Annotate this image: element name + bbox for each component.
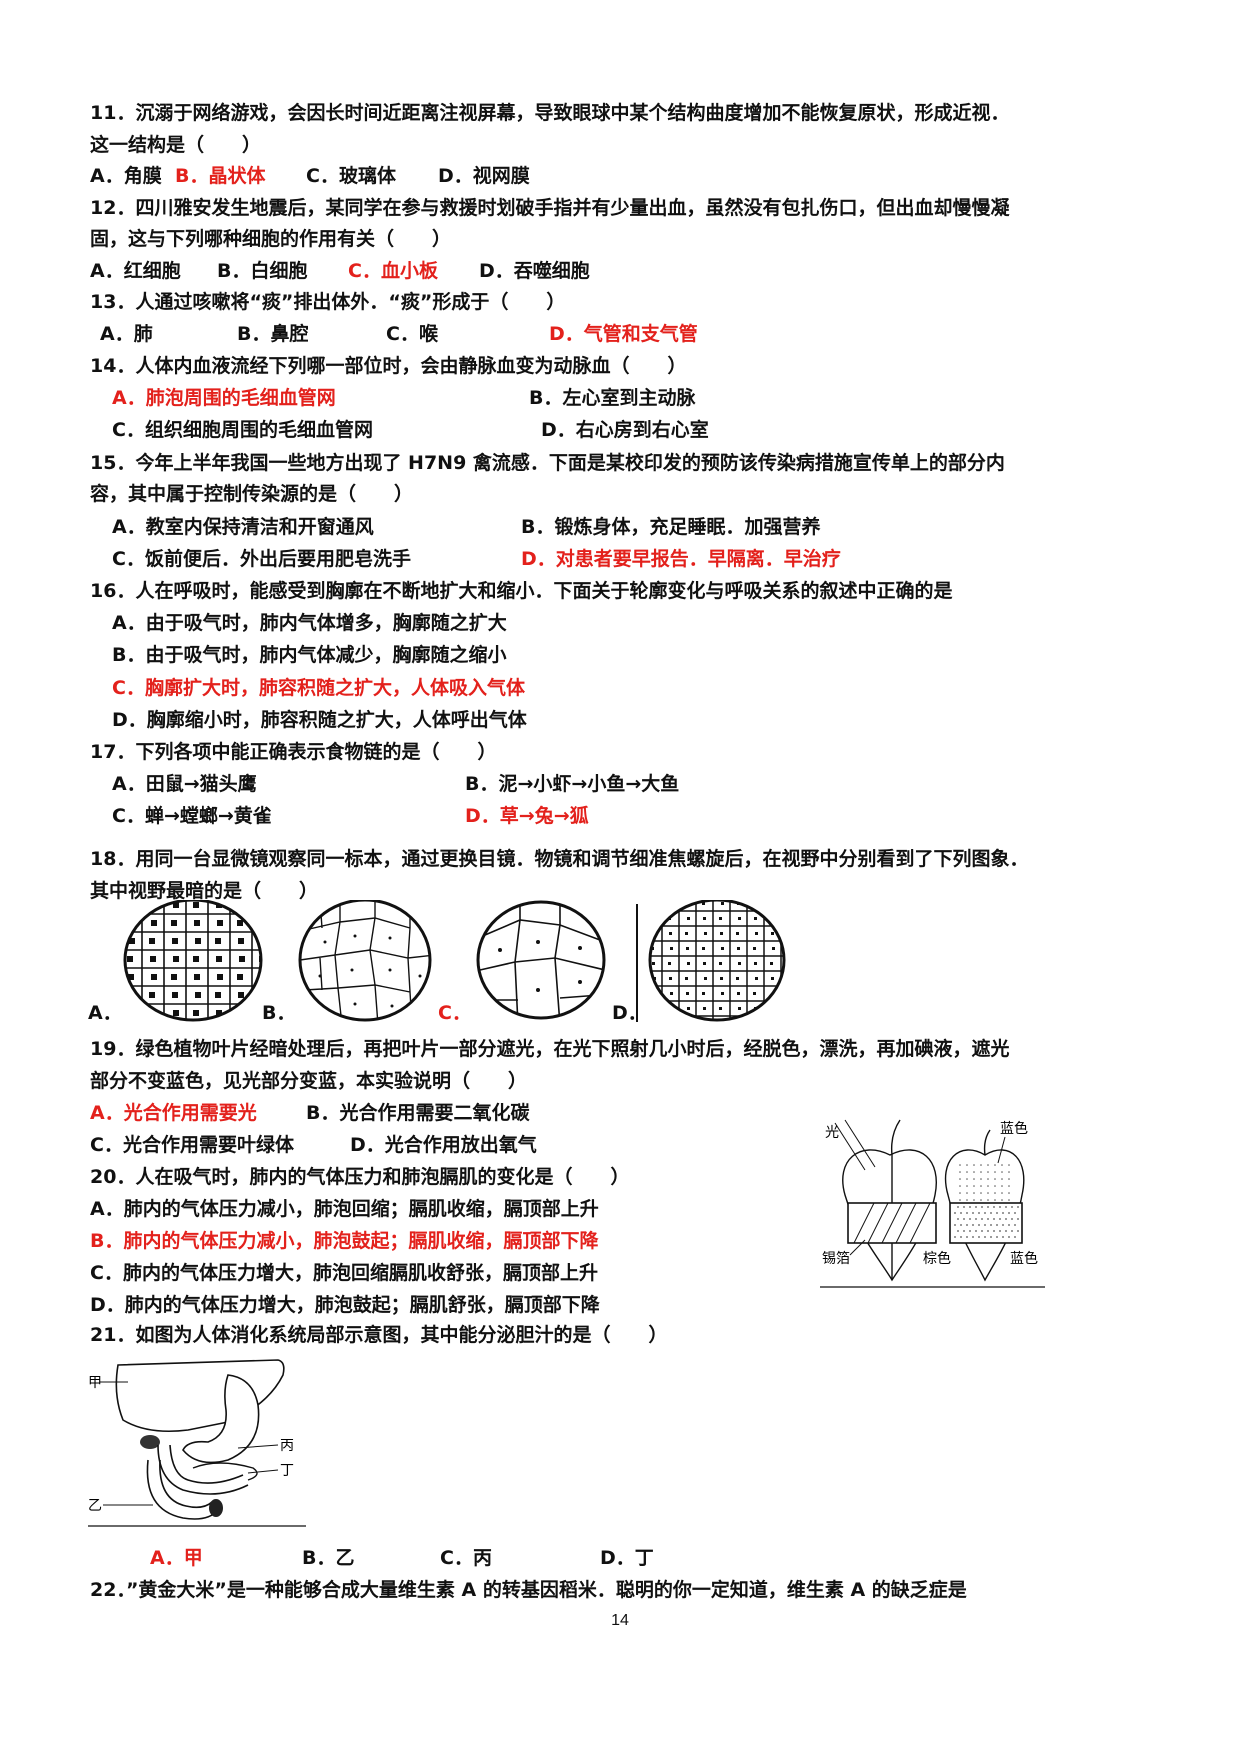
q16-option-c-answer: C．胸廓扩大时，肺容积随之扩大，人体吸入气体 bbox=[112, 677, 525, 699]
q21-stem: 21．如图为人体消化系统局部示意图，其中能分泌胆汁的是（ ） bbox=[90, 1324, 668, 1346]
q13-option-c: C．喉 bbox=[386, 323, 438, 345]
q11-option-c: C．玻璃体 bbox=[306, 165, 396, 187]
q21-option-d: D．丁 bbox=[600, 1547, 654, 1569]
q19-label-brown: 棕色 bbox=[923, 1250, 951, 1267]
q19-stem-line1: 19．绿色植物叶片经暗处理后，再把叶片一部分遮光，在光下照射几小时后，经脱色，漂… bbox=[90, 1038, 1010, 1060]
q17-stem: 17．下列各项中能正确表示食物链的是（ ） bbox=[90, 741, 497, 763]
q20-stem: 20．人在吸气时，肺内的气体压力和肺泡膈肌的变化是（ ） bbox=[90, 1166, 630, 1188]
q13-option-b: B．鼻腔 bbox=[237, 323, 309, 345]
q18-label-d: D． bbox=[612, 1002, 647, 1024]
q11-option-b-answer: B．晶状体 bbox=[175, 165, 266, 187]
q13-option-a: A．肺 bbox=[100, 323, 153, 345]
q21-label-jia: 甲 bbox=[88, 1375, 102, 1391]
page-number: 14 bbox=[611, 1612, 629, 1629]
q12-option-d: D．吞噬细胞 bbox=[479, 260, 590, 282]
q21-label-yi: 乙 bbox=[88, 1498, 102, 1514]
q17-option-d-answer: D．草→兔→狐 bbox=[465, 805, 589, 827]
q14-option-b: B．左心室到主动脉 bbox=[529, 387, 696, 409]
q16-option-d: D．胸廓缩小时，肺容积随之扩大，人体呼出气体 bbox=[112, 709, 527, 731]
q12-stem-line1: 12．四川雅安发生地震后，某同学在参与救援时划破手指并有少量出血，虽然没有包扎伤… bbox=[90, 197, 1010, 219]
q21-option-a-answer: A．甲 bbox=[150, 1547, 203, 1569]
q20-option-b-answer: B．肺内的气体压力减小，肺泡鼓起；膈肌收缩，膈顶部下降 bbox=[90, 1230, 599, 1252]
q13-stem: 13．人通过咳嗽将“痰”排出体外．“痰”形成于（ ） bbox=[90, 291, 566, 313]
q12-stem-line2: 固，这与下列哪种细胞的作用有关（ ） bbox=[90, 228, 452, 250]
q14-option-d: D．右心房到右心室 bbox=[541, 419, 709, 441]
q19-option-d: D．光合作用放出氧气 bbox=[350, 1134, 537, 1156]
q19-label-blue-bottom: 蓝色 bbox=[1010, 1250, 1038, 1267]
q13-option-d-answer: D．气管和支气管 bbox=[549, 323, 698, 345]
q20-option-d: D．肺内的气体压力增大，肺泡鼓起；膈肌舒张，膈顶部下降 bbox=[90, 1294, 600, 1316]
q16-stem: 16．人在呼吸时，能感受到胸廓在不断地扩大和缩小．下面关于轮廓变化与呼吸关系的叙… bbox=[90, 580, 953, 602]
q18-figure-b bbox=[298, 900, 432, 1022]
q22-stem: 22．”黄金大米”是一种能够合成大量维生素 A 的转基因稻米．聪明的你一定知道，… bbox=[90, 1579, 967, 1601]
q15-option-d-answer: D．对患者要早报告．早隔离．早治疗 bbox=[521, 548, 841, 570]
q21-option-b: B．乙 bbox=[302, 1547, 355, 1569]
q19-label-light: 光 bbox=[825, 1125, 839, 1141]
q18-figure-d bbox=[648, 900, 786, 1022]
q15-option-a: A．教室内保持清洁和开窗通风 bbox=[112, 516, 374, 538]
q19-label-foil: 锡箔 bbox=[822, 1251, 850, 1267]
q17-option-b: B．泥→小虾→小鱼→大鱼 bbox=[465, 773, 680, 795]
q18-stem-line1: 18．用同一台显微镜观察同一标本，通过更换目镜．物镜和调节细准焦螺旋后，在视野中… bbox=[90, 848, 1029, 870]
q12-option-a: A．红细胞 bbox=[90, 260, 181, 282]
q17-option-c: C．蝉→螳螂→黄雀 bbox=[112, 805, 272, 827]
q19-option-c: C．光合作用需要叶绿体 bbox=[90, 1134, 294, 1156]
q11-stem-line2: 这一结构是（ ） bbox=[90, 134, 262, 156]
q18-figure-c bbox=[476, 900, 638, 1022]
q14-stem: 14．人体内血液流经下列哪一部位时，会由静脉血变为动脉血（ ） bbox=[90, 355, 687, 377]
q14-option-a-answer: A．肺泡周围的毛细血管网 bbox=[112, 387, 336, 409]
q18-label-c-answer: C． bbox=[438, 1002, 471, 1024]
q15-option-b: B．锻炼身体，充足睡眠．加强营养 bbox=[521, 516, 821, 538]
q11-option-d: D．视网膜 bbox=[438, 165, 530, 187]
q15-option-c: C．饭前便后．外出后要用肥皂洗手 bbox=[112, 548, 411, 570]
q16-option-b: B．由于吸气时，肺内气体减少，胸廓随之缩小 bbox=[112, 644, 507, 666]
q15-stem-line2: 容，其中属于控制传染源的是（ ） bbox=[90, 483, 414, 505]
q21-option-c: C．丙 bbox=[440, 1547, 492, 1569]
q18-figure-a bbox=[123, 900, 263, 1022]
q20-option-a: A．肺内的气体压力减小，肺泡回缩；膈肌收缩，膈顶部上升 bbox=[90, 1198, 599, 1220]
q21-label-ding: 丁 bbox=[280, 1463, 294, 1479]
q12-option-c-answer: C．血小板 bbox=[348, 260, 438, 282]
q20-option-c: C．肺内的气体压力增大，肺泡回缩膈肌收舒张，膈顶部上升 bbox=[90, 1262, 598, 1284]
q18-figures bbox=[123, 900, 786, 1022]
q19-stem-line2: 部分不变蓝色，见光部分变蓝，本实验说明（ ） bbox=[90, 1070, 528, 1092]
q19-label-blue-top: 蓝色 bbox=[1000, 1120, 1028, 1137]
q16-option-a: A．由于吸气时，肺内气体增多，胸廓随之扩大 bbox=[112, 612, 507, 634]
q21-label-bing: 丙 bbox=[280, 1438, 294, 1454]
q19-option-b: B．光合作用需要二氧化碳 bbox=[306, 1102, 530, 1124]
q14-option-c: C．组织细胞周围的毛细血管网 bbox=[112, 419, 373, 441]
q11-option-a: A．角膜 bbox=[90, 165, 162, 187]
q17-option-a: A．田鼠→猫头鹰 bbox=[112, 773, 257, 795]
q21-digestive-figure: 甲 丙 丁 乙 bbox=[88, 1359, 306, 1527]
q15-stem-line1: 15．今年上半年我国一些地方出现了 H7N9 禽流感．下面是某校印发的预防该传染… bbox=[90, 452, 1005, 474]
q18-stem-line2: 其中视野最暗的是（ ） bbox=[90, 880, 319, 902]
q19-option-a-answer: A．光合作用需要光 bbox=[90, 1102, 257, 1124]
q18-label-b: B． bbox=[262, 1002, 296, 1024]
q19-leaf-figure: 光 锡箔 蓝色 棕色 蓝色 bbox=[820, 1119, 1045, 1288]
q18-label-a: A． bbox=[88, 1002, 122, 1024]
q11-stem-line1: 11．沉溺于网络游戏，会因长时间近距离注视屏幕，导致眼球中某个结构曲度增加不能恢… bbox=[90, 102, 1010, 124]
q12-option-b: B．白细胞 bbox=[217, 260, 308, 282]
